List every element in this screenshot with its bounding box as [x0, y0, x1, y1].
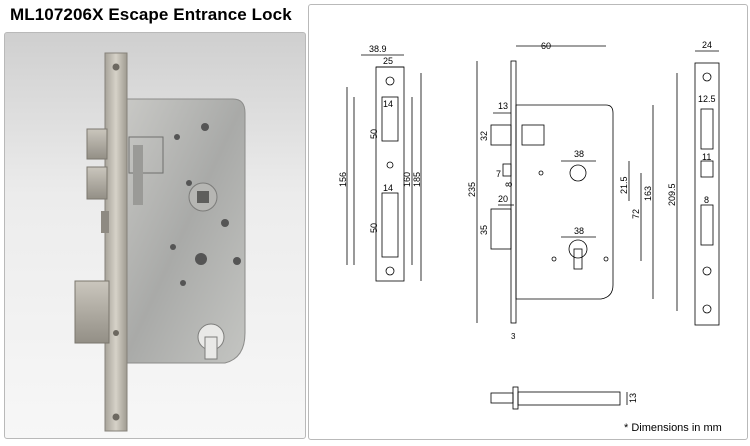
dim-3: 3 [511, 332, 516, 341]
dim-8: 8 [504, 182, 514, 187]
dim-13: 13 [498, 101, 508, 111]
dim-25: 25 [383, 56, 393, 66]
front-view: 38.9 25 14 14 50 50 156 160 185 [338, 44, 422, 282]
dim-12-5: 12.5 [698, 94, 716, 104]
dim-latch-14: 14 [383, 99, 393, 109]
dim-bottom-13: 13 [628, 393, 638, 403]
dim-235: 235 [467, 182, 477, 197]
dim-latch-50: 50 [369, 129, 379, 139]
dim-7: 7 [496, 169, 501, 179]
dim-21-5: 21.5 [619, 176, 629, 194]
dim-185: 185 [412, 172, 422, 187]
side-view: 60 13 32 38 7 8 20 35 38 21.5 72 163 235… [467, 41, 654, 341]
dim-72: 72 [631, 209, 641, 219]
dim-60: 60 [541, 41, 551, 51]
dim-11: 11 [702, 152, 711, 162]
technical-drawing: 38.9 25 14 14 50 50 156 160 185 [338, 40, 720, 410]
lock-photo [74, 52, 246, 432]
dim-cyl-38: 38 [574, 226, 584, 236]
page-title: ML107206X Escape Entrance Lock [10, 5, 292, 24]
lock-photo-panel [4, 32, 306, 439]
dim-bolt-50: 50 [369, 223, 379, 233]
dim-160: 160 [402, 172, 412, 187]
dimensions-note: * Dimensions in mm [624, 422, 722, 434]
dim-faceplate-8: 8 [704, 195, 709, 205]
dim-32: 32 [479, 131, 489, 141]
dim-156: 156 [338, 172, 348, 187]
faceplate-view: 24 12.5 11 8 209.5 [667, 40, 720, 326]
dim-24: 24 [702, 40, 712, 50]
dim-35: 35 [479, 225, 489, 235]
dim-38-9: 38.9 [369, 44, 387, 54]
dim-209-5: 209.5 [667, 183, 677, 206]
dim-bolt-14: 14 [383, 183, 393, 193]
bottom-view: 13 [490, 386, 638, 410]
dim-163: 163 [643, 186, 653, 201]
technical-drawing-panel: 38.9 25 14 14 50 50 156 160 185 [308, 4, 748, 440]
dim-20: 20 [498, 194, 508, 204]
dim-hub-38: 38 [574, 149, 584, 159]
